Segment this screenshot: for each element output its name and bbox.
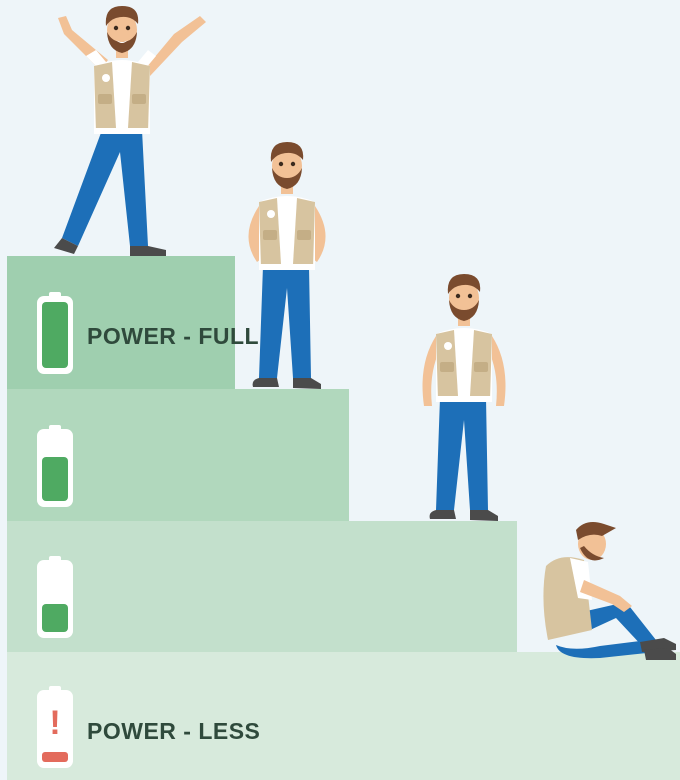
low-battery-mark: ! <box>49 704 60 742</box>
battery-medium-icon <box>37 556 73 638</box>
battery-high-icon <box>37 425 73 507</box>
battery-full-icon <box>37 292 73 374</box>
step-4 <box>7 652 680 780</box>
power-less-label: POWER - LESS <box>87 718 260 744</box>
power-full-label: POWER - FULL <box>87 323 259 349</box>
step-3 <box>7 521 517 652</box>
battery-empty-icon: ! <box>37 686 73 768</box>
